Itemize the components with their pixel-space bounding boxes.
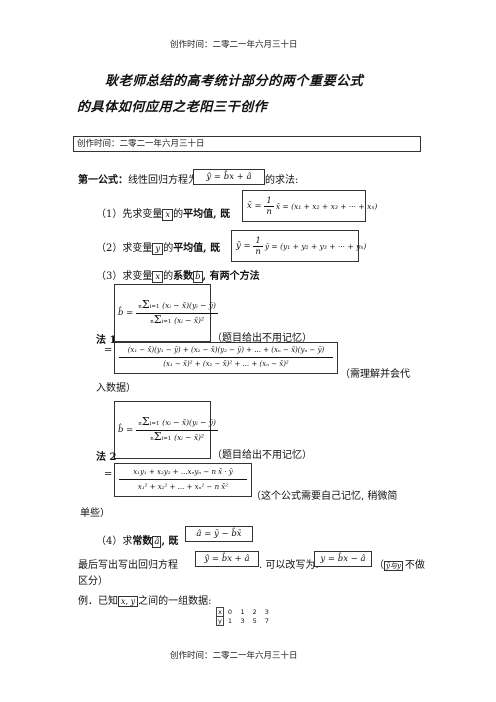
- final-text-b: . 可以改写为:: [259, 560, 319, 571]
- formula1-intro-tail: 的求法:: [265, 175, 299, 186]
- step2-text-c: 既: [206, 243, 221, 254]
- example-text-a: 例．已知: [78, 596, 118, 607]
- step4-var: â: [152, 536, 162, 548]
- table-row: y 1 3 5 7: [216, 616, 273, 626]
- document-title-line2: 的具体如何应用之老阳三干创作: [77, 100, 268, 115]
- table-cell: 3: [240, 617, 245, 625]
- table-cell: 3: [264, 608, 269, 616]
- method1-expanded-note: （需理解并会代: [340, 369, 410, 380]
- method2-expanded-note2: 单些）: [80, 508, 110, 519]
- final-text-a: 最后写出写出回归方程: [78, 560, 178, 571]
- step4-text-b: , 既: [161, 536, 179, 547]
- method1-expanded-note2: 入数据）: [96, 383, 136, 394]
- final-line2: 区分）: [78, 576, 108, 587]
- method2-expanded-note: （这个公式需要自己记忆, 稍微简: [251, 491, 398, 502]
- method1-note: （题目给出不用记忆）: [212, 333, 312, 344]
- intercept-formula: â = ȳ − b̂x̄: [185, 526, 253, 542]
- step4-text-a: 求: [122, 536, 133, 547]
- formula1-intro: 第一公式：线性回归方程为: [78, 171, 198, 186]
- method1-expanded-formula: (x₁ − x̄)(y₁ − ȳ) + (x₂ − x̄)(y₂ − ȳ) + …: [114, 342, 338, 374]
- step1-text-b: 的: [173, 209, 184, 220]
- page-footer: 创作时间：二零二一年六月三十日: [170, 651, 298, 661]
- method2-note: （题目给出不用记忆）: [212, 450, 312, 461]
- method1-summation-formula: b̂ = nΣi=1 (xᵢ − x̄)(yᵢ − ȳ) nΣi=1 (xᵢ −…: [114, 284, 218, 342]
- step4-bold: 常数: [132, 536, 153, 547]
- document-title-line1: 耿老师总结的高考统计部分的两个重要公式: [105, 74, 364, 89]
- step3-var: x: [152, 271, 164, 283]
- table-row-label: y: [216, 616, 224, 626]
- method2-summation-formula: b̂ = nΣi=1 (xᵢ − x̄)(yᵢ − ȳ) nΣi=1 (xᵢ −…: [114, 401, 218, 459]
- example-vars: x, y: [118, 596, 139, 607]
- table-cell: 0: [227, 608, 232, 616]
- step2-var: y: [152, 243, 164, 255]
- step2-bold: 平均值,: [173, 243, 207, 254]
- step2-num: （2）: [96, 243, 123, 254]
- table-cell: 2: [252, 608, 257, 616]
- method2-expanded-formula: x₁y₁ + x₂y₂ + ...xₙyₙ − n x̄ · ȳ x₁² + x…: [114, 463, 252, 497]
- step3-bold1: 系数: [173, 271, 194, 282]
- step2-text-a: 求变量: [122, 243, 153, 254]
- step1-var: x: [162, 209, 174, 221]
- step3-num: （3）: [96, 271, 123, 282]
- step1-num: （1）: [96, 209, 123, 220]
- table-cell: 1: [227, 617, 232, 625]
- method1-label: 法 1: [96, 335, 117, 346]
- formula1-intro-text: 线性回归方程为: [128, 175, 198, 186]
- table-row-label: x: [216, 607, 224, 617]
- example-data-table: x 0 1 2 3 y 1 3 5 7: [216, 607, 273, 626]
- table-cell: 5: [252, 617, 257, 625]
- step2-text-b: 的: [163, 243, 174, 254]
- table-cell: 1: [240, 608, 245, 616]
- step1-bold: 平均值,: [183, 209, 217, 220]
- creation-date-box: 创作时间：二零二一年六月三十日: [73, 136, 421, 152]
- regression-equation-box: ŷ = b̂x + â: [193, 169, 265, 185]
- step4-num: （4）: [96, 536, 123, 547]
- final-regression-eq: ŷ = b̂x + â: [195, 551, 259, 567]
- step3-text-a: 求变量: [122, 271, 153, 282]
- table-cell: 7: [264, 617, 269, 625]
- step1-text-a: 先求变量: [122, 209, 163, 220]
- example-text-b: 之间的一组数据:: [138, 596, 212, 607]
- table-row: x 0 1 2 3: [216, 607, 273, 617]
- method2-label: 法 2: [96, 452, 117, 463]
- final-var: ŷ与y: [384, 561, 403, 571]
- formula1-heading: 第一公式：: [78, 175, 128, 186]
- final-rewritten-eq: y = b̂x − â: [314, 551, 372, 567]
- step3-text-b: 的: [163, 271, 174, 282]
- step3-bold2: , 有两个方法: [202, 271, 260, 282]
- page-header: 创作时间：二零二一年六月三十日: [170, 40, 298, 50]
- step1-text-c: 既: [216, 209, 231, 220]
- step3-var2: b̂: [193, 271, 203, 283]
